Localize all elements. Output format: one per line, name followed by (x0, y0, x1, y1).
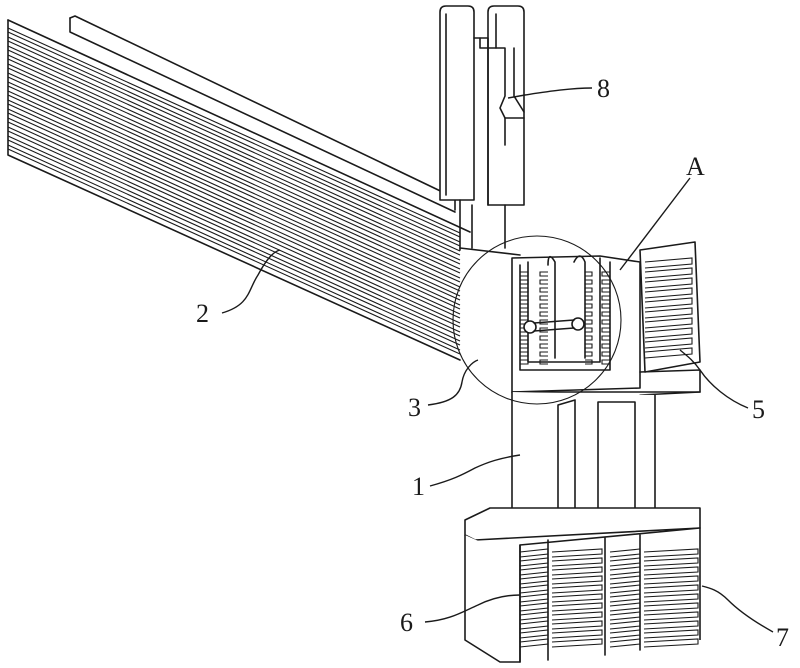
line-stroke (610, 639, 640, 647)
line-stroke (520, 594, 548, 602)
line-stroke (552, 612, 602, 620)
line-stroke (610, 621, 640, 629)
label-3: 3 (408, 393, 421, 422)
label-8: 8 (597, 74, 610, 103)
line-stroke (520, 603, 548, 611)
line-stroke (552, 594, 602, 602)
label-2: 2 (196, 299, 209, 328)
line-stroke (8, 91, 460, 296)
label-6: 6 (400, 608, 413, 637)
line-stroke (610, 612, 640, 620)
line-stroke (644, 639, 698, 647)
line-stroke (520, 612, 548, 620)
clip-member (440, 6, 524, 250)
line-stroke (8, 86, 460, 291)
line-stroke (610, 630, 640, 638)
line-stroke (520, 621, 548, 629)
lower-heatsink (465, 508, 700, 662)
line-stroke (8, 95, 460, 300)
label-5: 5 (752, 395, 765, 424)
label-a: A (686, 152, 705, 181)
line-stroke (520, 630, 548, 638)
label-7: 7 (776, 623, 789, 652)
line-stroke (552, 639, 602, 647)
line-stroke (552, 630, 602, 638)
line-stroke (8, 82, 460, 287)
line-stroke (552, 621, 602, 629)
line-stroke (520, 639, 548, 647)
line-stroke (520, 576, 548, 584)
line-stroke (520, 585, 548, 593)
label-1: 1 (412, 472, 425, 501)
line-stroke (552, 603, 602, 611)
